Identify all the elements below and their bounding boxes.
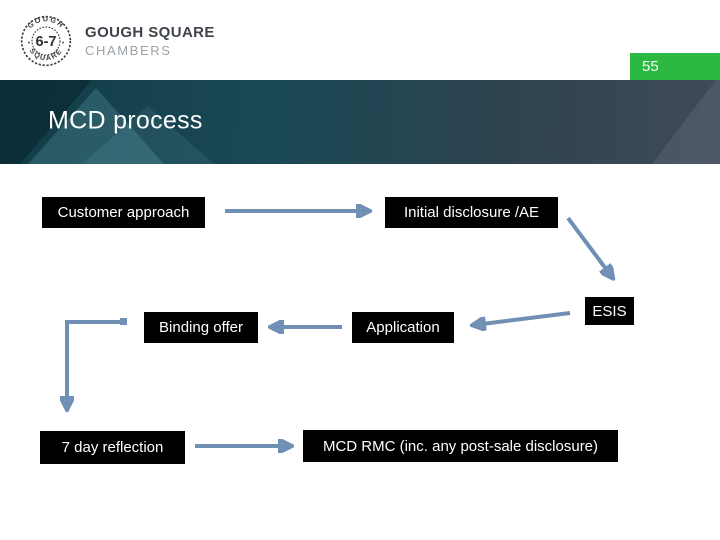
node-seven-day-reflection: 7 day reflection [40,431,185,464]
node-esis: ESIS [585,297,634,325]
page-number-badge: 55 [630,53,720,80]
node-customer-approach: Customer approach [42,197,205,228]
arrow-esis-to-application [474,311,571,325]
slide-title: MCD process [48,106,203,135]
arrow-binding-to-reflection [67,320,124,408]
org-subname: CHAMBERS [85,42,172,58]
node-application: Application [352,312,454,343]
banner-triangles-decoration [0,80,720,164]
node-mcd-rmc: MCD RMC (inc. any post-sale disclosure) [303,430,618,462]
title-banner: MCD process [0,80,720,164]
org-name: GOUGH SQUARE [85,23,215,41]
logo-wordmark: GOUGH SQUARE CHAMBERS [85,24,215,59]
svg-text:GOUGH: GOUGH [26,14,67,30]
stamp-center-text: 6-7 [36,34,57,50]
stamp-bottom-text: SQUARE [28,46,63,62]
node-binding-offer: Binding offer [144,312,258,343]
stamp-top-text: GOUGH [26,14,65,30]
svg-text:SQUARE: SQUARE [28,46,65,62]
connector-start-cap [120,318,127,325]
arrow-initial-to-esis [566,216,612,277]
node-initial-disclosure: Initial disclosure /AE [385,197,558,228]
stamp-logo-icon: GOUGH SQUARE 6-7 [20,14,72,67]
chambers-logo: GOUGH SQUARE 6-7 GOUGH SQUARE CHAMBERS [17,12,215,70]
